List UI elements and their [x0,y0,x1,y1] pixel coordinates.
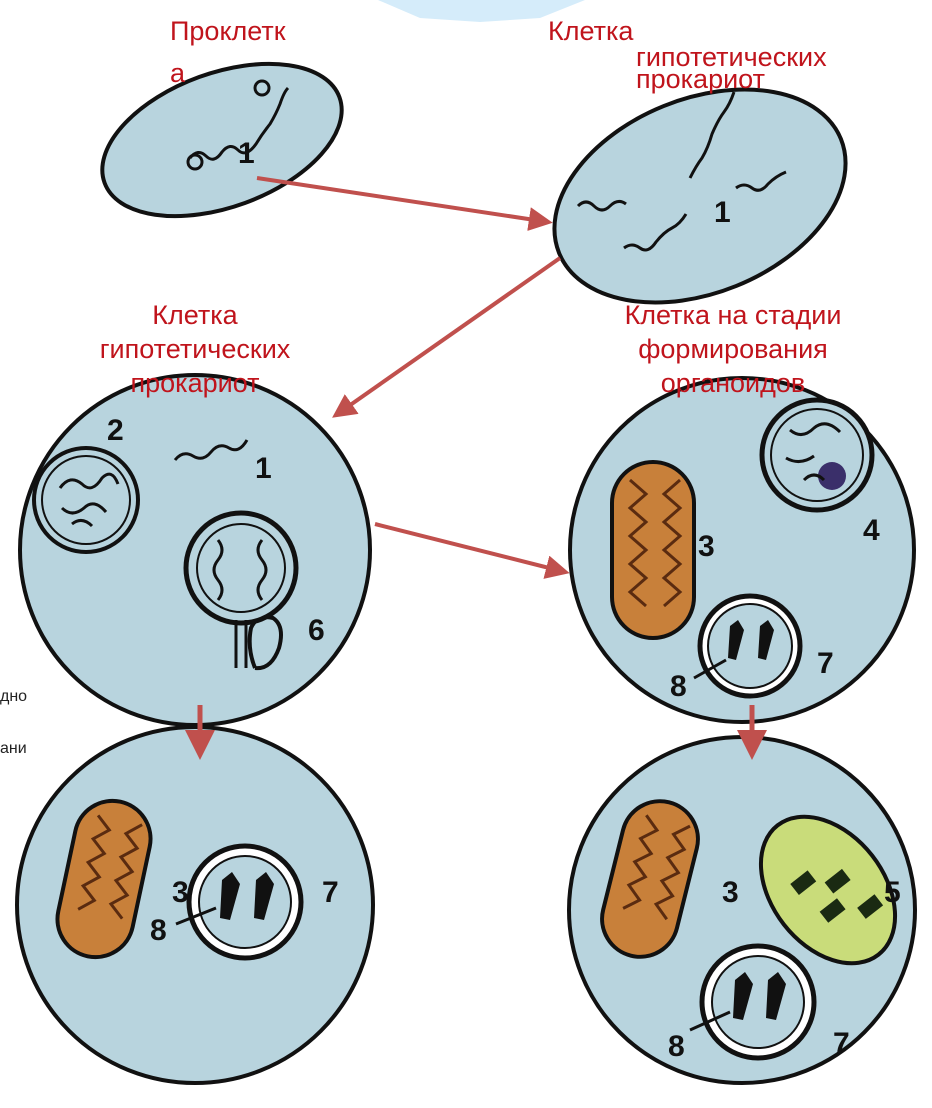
label-line: органоидов [588,366,878,400]
label-number-3: 3 [172,876,189,909]
arrow-left-to-forming-cell [375,524,565,572]
side-text-fragment: ани [0,740,27,758]
label-number-7: 7 [833,1027,850,1060]
nucleus-forming [762,400,872,510]
label-line: Клетка [548,18,827,44]
label-number-3: 3 [698,530,715,563]
arrow-prokaryote-to-left-cell [336,258,560,415]
label-number-7: 7 [322,876,339,909]
label-line: формирования [588,332,878,366]
label-line: Клетка на стадии [588,298,878,332]
label-line: Проклетк [170,16,286,46]
label-protocell: Проклетк а [170,16,286,88]
label-number-4: 4 [863,514,880,547]
plant-cell [569,737,923,1083]
label-number-8: 8 [670,670,687,703]
label-number-8: 8 [150,914,167,947]
label-number-1: 1 [238,137,255,170]
label-line: прокариот [50,366,340,400]
label-number-1: 1 [255,452,272,485]
label-number-8: 8 [668,1030,685,1063]
label-number-6: 6 [308,614,325,647]
mitochondrion [612,462,694,638]
label-line: гипотетических [50,332,340,366]
hypothetical-prokaryote-cell-left [20,375,370,725]
animal-cell [17,727,373,1083]
arrow-protocell-to-prokaryote [257,178,548,222]
nuclear-invagination [34,448,138,552]
label-number-5: 5 [884,876,901,909]
label-number-7: 7 [817,647,834,680]
label-number-1: 1 [714,196,731,229]
side-text-fragment: дно [0,688,27,706]
organelle-formation-cell [570,378,914,722]
label-number-2: 2 [107,414,124,447]
label-line: Клетка [50,298,340,332]
label-hypothetical-prokaryote-top: Клетка гипотетических прокариот [548,18,827,92]
label-hypothetical-prokaryote-left: Клетка гипотетических прокариот [50,298,340,400]
label-line: а [170,58,286,88]
label-number-3: 3 [722,876,739,909]
label-organelle-formation: Клетка на стадии формирования органоидов [588,298,878,400]
